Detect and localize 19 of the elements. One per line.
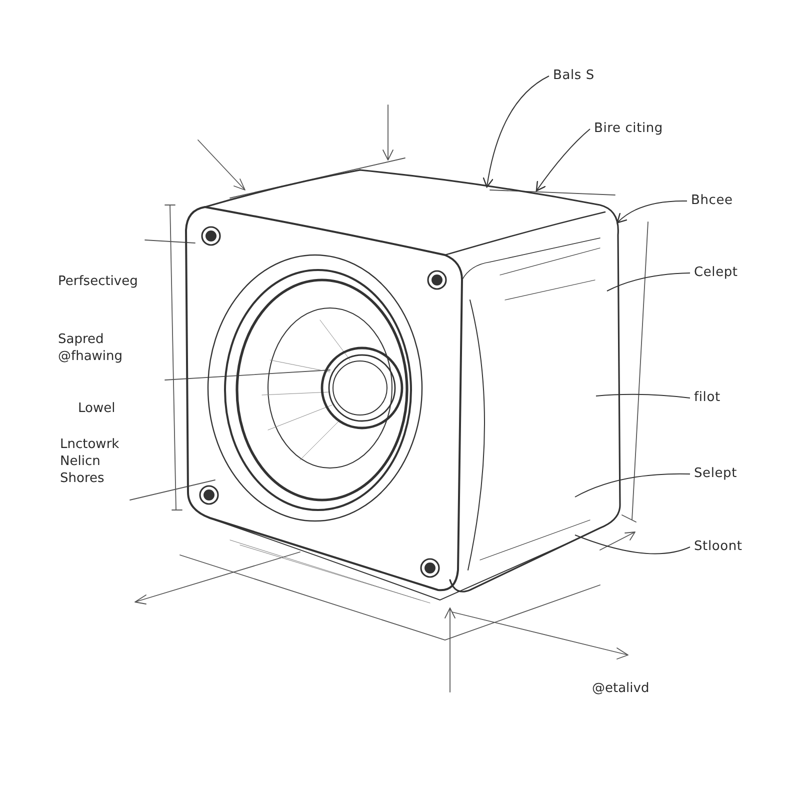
leader-arrow [536, 128, 590, 192]
part-label: Bire citing [594, 120, 663, 137]
part-label: Selept [694, 465, 738, 482]
annotation-note: @etalivd [592, 680, 650, 697]
leader-arrow [482, 76, 550, 188]
leader-line [574, 534, 690, 554]
part-label: Bhcee [691, 192, 733, 209]
leader-line [574, 473, 690, 498]
annotation-note: Sapred @fhawing [58, 331, 124, 365]
part-label: Stloont [694, 538, 742, 555]
annotation-note: Lnctowrk Nelicn Shores [60, 436, 120, 487]
leader-line [606, 272, 690, 292]
part-label: filot [694, 389, 720, 406]
annotation-note: Perfsectiveg [58, 273, 139, 290]
part-label: Celept [694, 264, 738, 281]
part-label: Bals S [553, 67, 594, 84]
annotation-note: Lowel [78, 400, 116, 417]
leader-line [596, 394, 690, 398]
leader-arrow [616, 200, 688, 224]
